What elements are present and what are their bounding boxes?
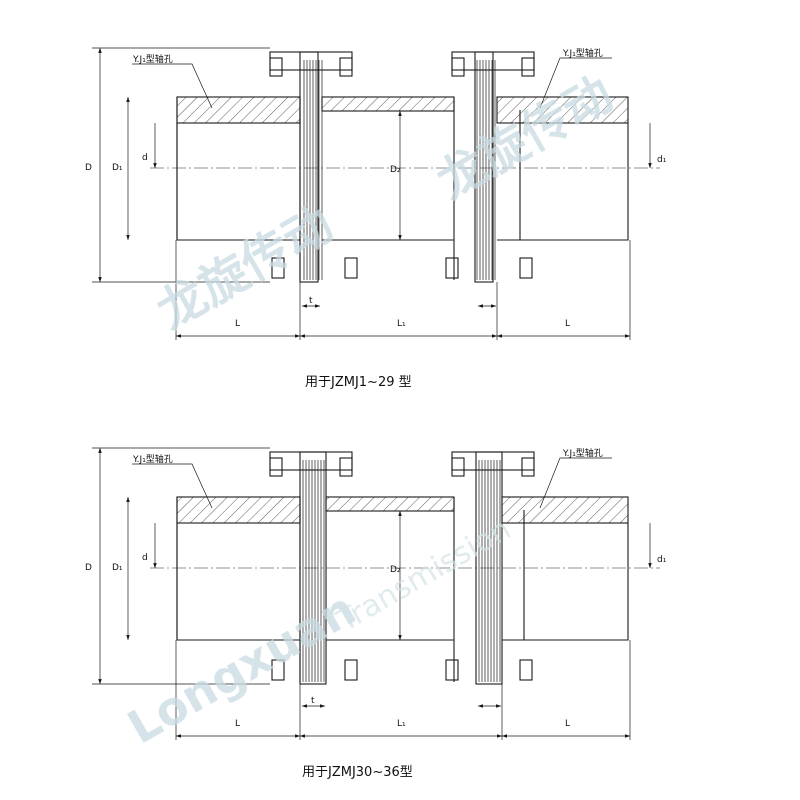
right-disk-pack-2 <box>478 460 501 682</box>
bolt-nut-right-a-2 <box>451 457 465 477</box>
dim-d: d <box>142 153 148 163</box>
bolt-nut-left-b-2 <box>339 457 353 477</box>
dim-d-2: d <box>142 553 148 563</box>
right-hub-body-2 <box>502 522 629 641</box>
right-hub-hatch-2 <box>501 496 629 524</box>
dim-D1: D₁ <box>112 163 123 173</box>
watermark-cn-right: 龙旋传动 <box>428 66 622 211</box>
dim-L-right: L <box>565 319 570 329</box>
figure-2: Y.J₁型轴孔 Y.J₁型轴孔 D D₁ d D₂ d₁ t L L₁ L 用于… <box>85 447 667 780</box>
dim-L-right-2: L <box>565 719 570 729</box>
dim-d1: d₁ <box>657 155 667 165</box>
spacer-body <box>322 110 454 241</box>
bottom-nut-left-b-2 <box>344 659 358 681</box>
bottom-nut-left-a-2 <box>271 659 285 681</box>
caption-figure-2: 用于JZMJ30~36型 <box>302 765 413 780</box>
bolt-nut-left-b <box>339 57 353 77</box>
right-hub-edge-2 <box>453 497 525 682</box>
spacer-hatch <box>321 96 455 112</box>
left-disk-pack <box>303 60 323 280</box>
bottom-nut-right-b-2 <box>519 659 533 681</box>
dim-D2-2: D₂ <box>390 565 401 575</box>
right-disk-pack <box>476 60 496 280</box>
bolt-nut-right-b-2 <box>521 457 535 477</box>
left-hub-hatch-2 <box>176 496 301 524</box>
dim-D-2: D <box>85 563 92 573</box>
dim-t-2: t <box>311 696 315 706</box>
bottom-nut-right-a <box>445 257 459 279</box>
bottom-nut-left-b <box>344 257 358 279</box>
dim-L1: L₁ <box>397 319 406 329</box>
dim-L-2: L <box>235 719 240 729</box>
right-hub-edge <box>453 97 521 280</box>
left-hub-hatch <box>176 96 301 124</box>
dim-d1-2: d₁ <box>657 555 667 565</box>
dim-D1-2: D₁ <box>112 563 123 573</box>
dim-D: D <box>85 163 92 173</box>
dim-t: t <box>309 296 313 306</box>
watermark-en-bold: Longxuan <box>119 581 365 754</box>
bolt-nut-left-a-2 <box>269 457 283 477</box>
watermark: 龙旋传动 龙旋传动 Longxuan Transmission <box>119 66 623 755</box>
bolt-nut-right-a <box>451 57 465 77</box>
bottom-nut-left-a <box>271 257 285 279</box>
dim-L1-2: L₁ <box>397 719 406 729</box>
watermark-en-light: Transmission <box>331 512 517 640</box>
right-hub-body <box>497 122 629 241</box>
bottom-nut-right-b <box>519 257 533 279</box>
bolt-nut-left-a <box>269 57 283 77</box>
right-hub-hatch <box>496 96 629 124</box>
bottom-nut-right-a-2 <box>445 659 459 681</box>
bolt-nut-right-b <box>521 57 535 77</box>
figure-1: Y.J₁型轴孔 Y.J₁型轴孔 D D₁ d D₂ d₁ t L L₁ L 用于… <box>85 47 667 390</box>
caption-figure-1: 用于JZMJ1~29 型 <box>305 375 412 390</box>
bore-note-left: Y.J₁型轴孔 <box>132 53 173 65</box>
bore-note-right-2: Y.J₁型轴孔 <box>562 447 603 459</box>
dim-L: L <box>235 319 240 329</box>
bore-note-right: Y.J₁型轴孔 <box>562 47 603 59</box>
bore-note-left-2: Y.J₁型轴孔 <box>132 453 173 465</box>
dim-D2: D₂ <box>390 165 401 175</box>
left-disk-pack-2 <box>302 460 325 682</box>
spacer-body-2 <box>326 510 454 641</box>
spacer-hatch-2 <box>325 496 455 512</box>
